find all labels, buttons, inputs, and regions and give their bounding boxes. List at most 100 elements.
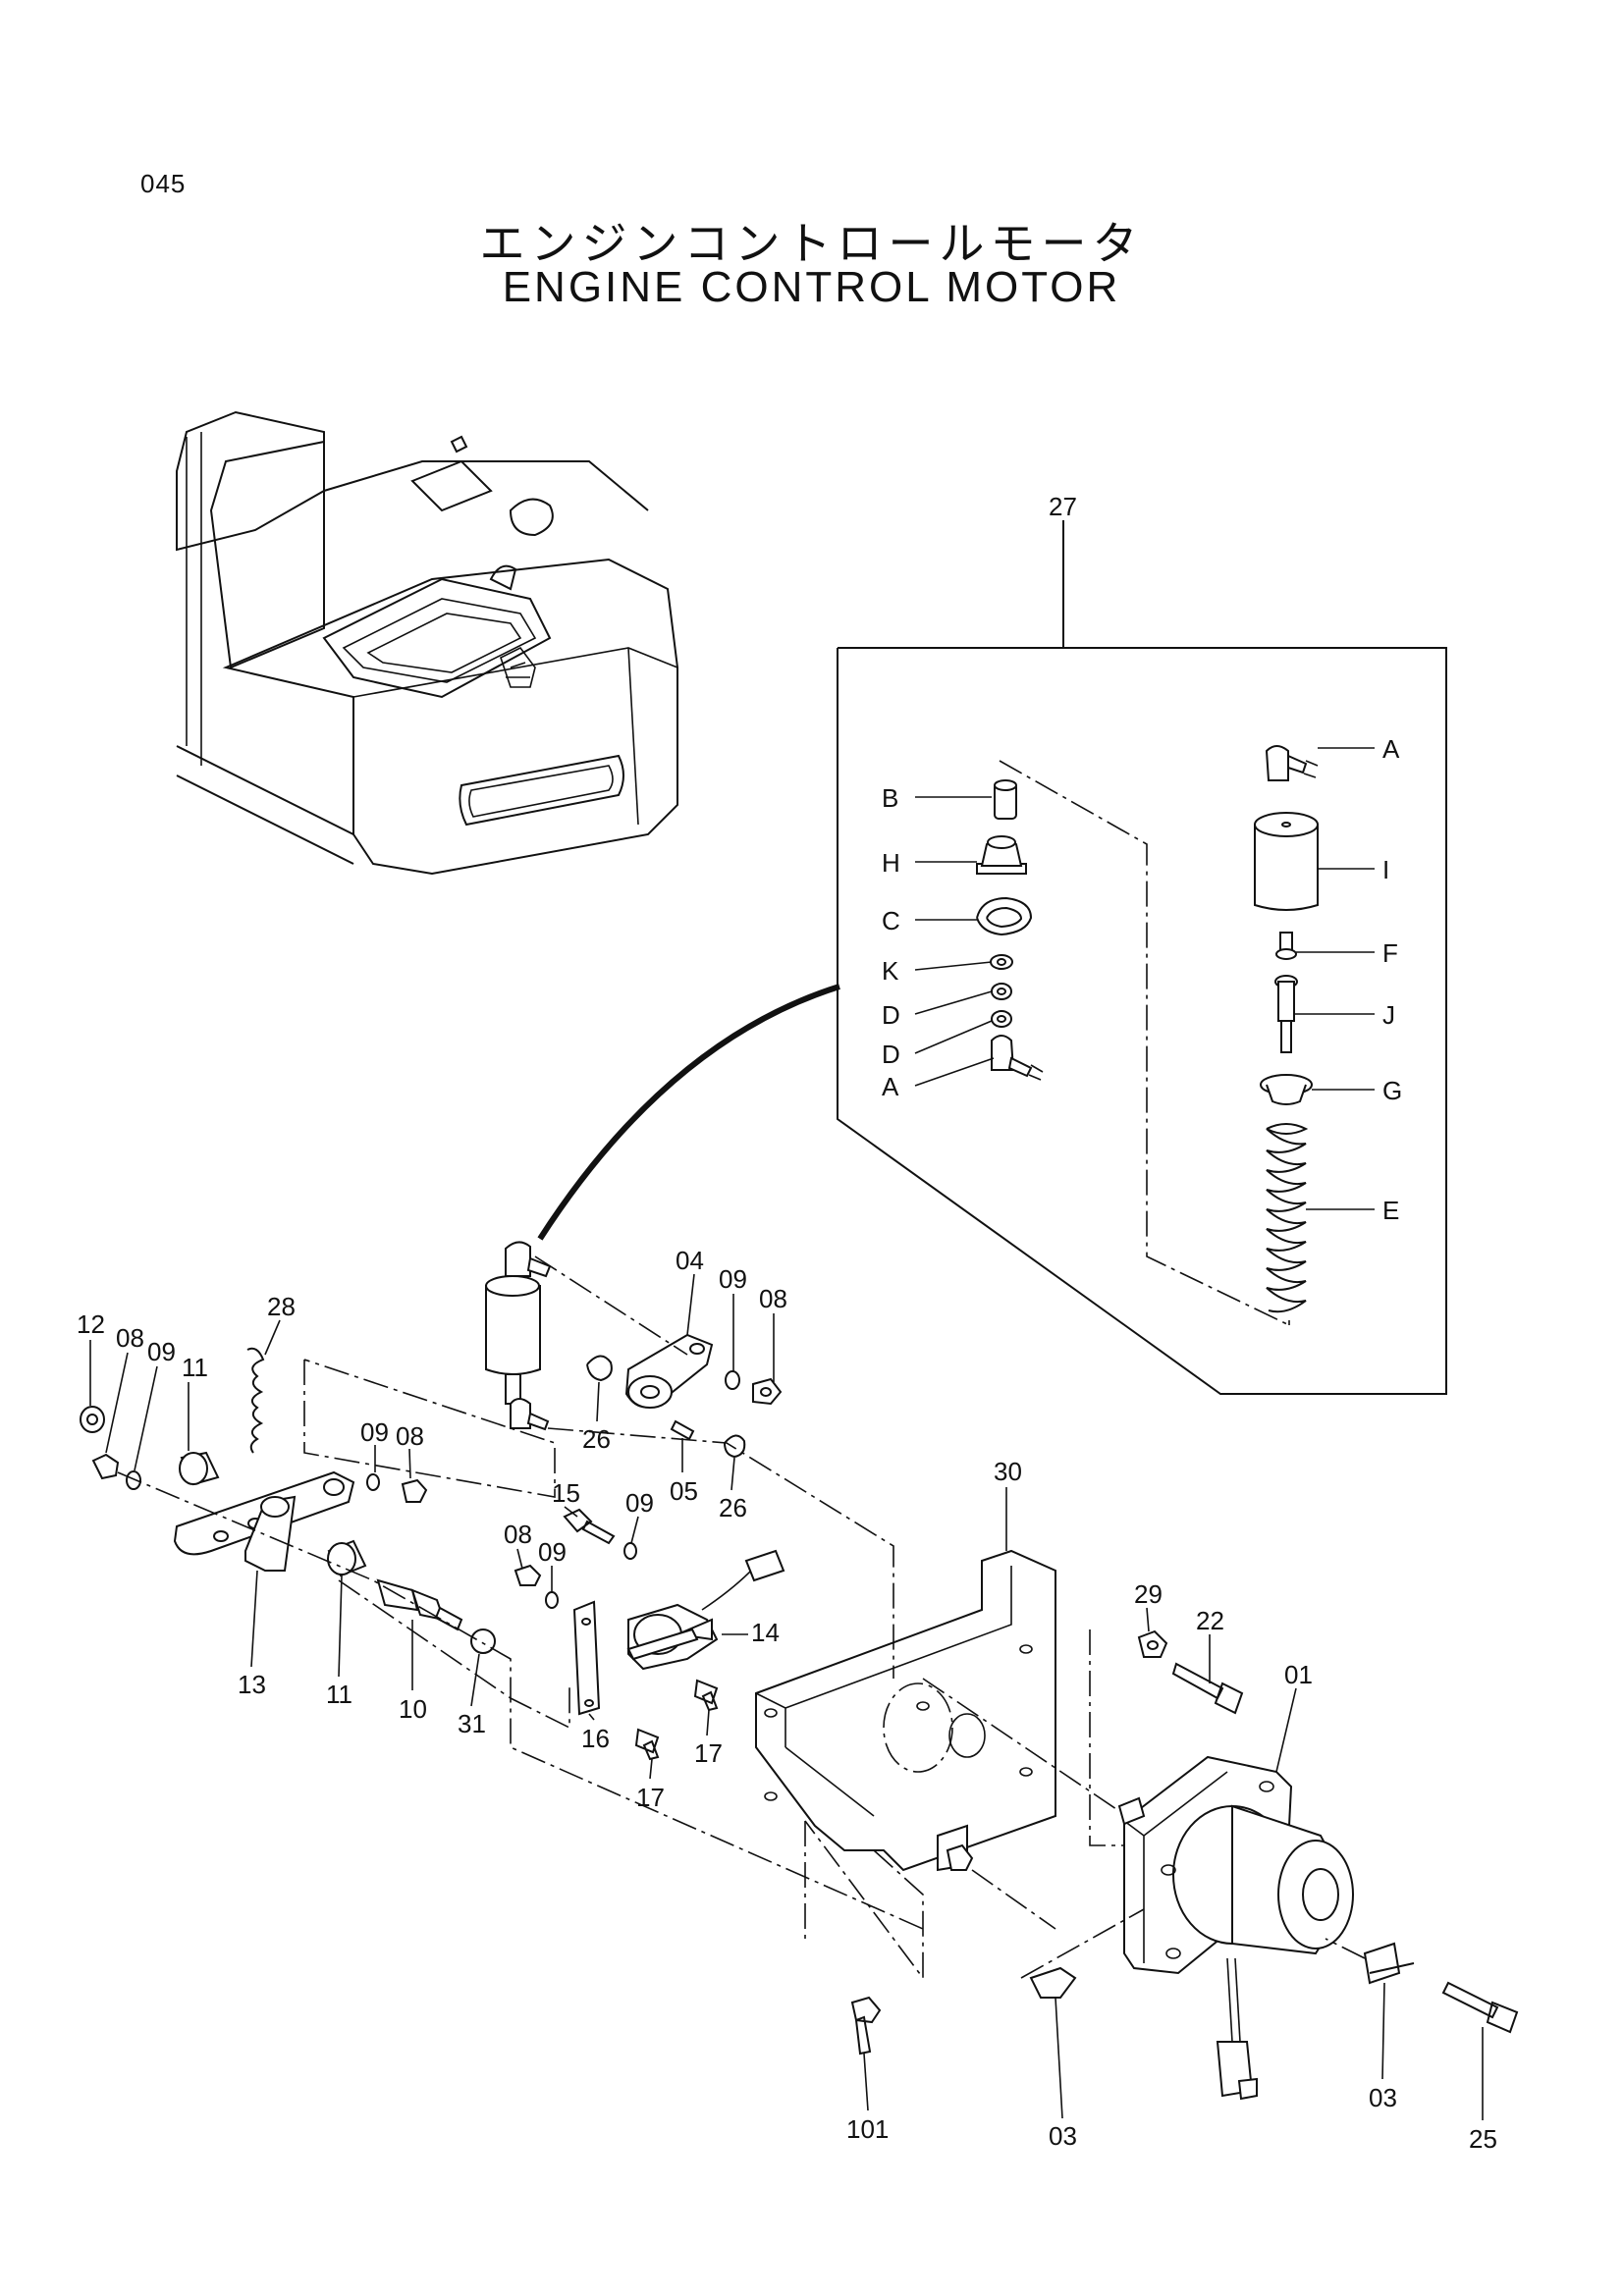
motor-01 (1117, 1755, 1354, 2101)
nut-08-mid (401, 1478, 428, 1503)
callout-31: 31 (458, 1709, 486, 1738)
screw-17-lower (634, 1728, 660, 1761)
snap-ring-26-lower (724, 1434, 746, 1459)
kit-label-d: D (882, 1000, 900, 1030)
callout-08: 08 (504, 1520, 532, 1549)
nut-29 (1137, 1629, 1168, 1658)
nut-08-right (514, 1564, 542, 1586)
kit-part-d-nut-2 (991, 1010, 1012, 1028)
callout-25: 25 (1469, 2124, 1497, 2154)
bolt-25 (1441, 1981, 1519, 2034)
callout-12: 12 (77, 1309, 105, 1339)
callout-05: 05 (670, 1476, 698, 1506)
nut-motor-mount (946, 1843, 974, 1871)
clip-03-right (1363, 1942, 1415, 1985)
kit-part-b-bushing (994, 779, 1017, 820)
washer-31 (470, 1629, 496, 1654)
kit-connection-curve (537, 984, 840, 1241)
kit-leader-lines (914, 747, 1375, 1210)
callout-29: 29 (1134, 1579, 1163, 1609)
callout-leader-lines (89, 1273, 1484, 2120)
bolt-101 (850, 1996, 882, 2056)
callout-27: 27 (1049, 492, 1077, 521)
title-english: ENGINE CONTROL MOTOR (502, 263, 1121, 311)
bracket-30 (755, 1549, 1056, 1872)
clip-03-left (1029, 1966, 1077, 1999)
kit-label-e: E (1382, 1196, 1399, 1225)
kit-part-k-washer (990, 954, 1013, 970)
callout-03: 03 (1049, 2121, 1077, 2151)
kit-label-i: I (1382, 855, 1389, 884)
callout-17: 17 (636, 1783, 665, 1812)
kit-label-b: B (882, 783, 898, 813)
callout-09: 09 (147, 1337, 176, 1366)
callout-101: 101 (846, 2114, 889, 2144)
bracket-16 (572, 1600, 601, 1716)
nut-08-left (91, 1453, 120, 1480)
callout-08: 08 (116, 1323, 144, 1353)
washer-09-lower (545, 1591, 559, 1609)
bushing-11-left (179, 1451, 220, 1486)
washer-09-upper (725, 1370, 740, 1390)
callout-17: 17 (694, 1738, 723, 1768)
spring-28 (246, 1347, 265, 1454)
kit-label-a: A (1382, 734, 1400, 764)
washer-09-left (126, 1470, 141, 1490)
kit-part-j-shaft (1274, 975, 1298, 1053)
page-number: 045 (140, 169, 187, 198)
washer-09-right (623, 1542, 637, 1560)
callout-30: 30 (994, 1457, 1022, 1486)
callout-08: 08 (759, 1284, 787, 1313)
callout-04: 04 (676, 1246, 704, 1275)
callout-09: 09 (719, 1264, 747, 1294)
nut-08-upper (752, 1377, 783, 1406)
kit-part-h-collar (976, 835, 1027, 875)
callout-22: 22 (1196, 1606, 1224, 1635)
callout-01: 01 (1284, 1660, 1313, 1689)
bushing-11-lower (327, 1539, 367, 1577)
kit-part-g-spring-seat (1260, 1074, 1313, 1105)
kit-label-a: A (882, 1072, 899, 1101)
callout-26: 26 (582, 1424, 611, 1454)
screw-17-right (693, 1679, 719, 1712)
callout-13: 13 (238, 1670, 266, 1699)
callout-11: 11 (326, 1680, 352, 1709)
kit-label-j: J (1382, 1000, 1395, 1030)
kit-part-d-nut-1 (991, 983, 1012, 1000)
kit-part-e-spring (1266, 1123, 1309, 1313)
kit-label-k: K (882, 956, 899, 986)
assembly-dash-lines (117, 1255, 1366, 1981)
callout-08: 08 (396, 1421, 424, 1451)
callout-09: 09 (625, 1488, 654, 1518)
machine-overview-illustration (176, 410, 678, 876)
callout-09: 09 (360, 1417, 389, 1447)
kit-27-dash-lines (999, 760, 1290, 1326)
kit-label-d: D (882, 1040, 900, 1069)
lever-04 (624, 1333, 714, 1409)
callout-28: 28 (267, 1292, 296, 1321)
kit-part-f-screw (1275, 932, 1297, 960)
kit-part-c-snap-ring (976, 896, 1033, 936)
lever-13 (173, 1470, 355, 1572)
callout-11: 11 (182, 1353, 208, 1382)
kit-27-outline (837, 520, 1447, 1395)
callout-labels: 27 04 09 08 12 08 09 11 28 26 09 08 05 2… (77, 492, 1497, 2154)
callout-26: 26 (719, 1493, 747, 1522)
callout-15: 15 (552, 1478, 580, 1508)
kit-part-a-ball-joint-lower (991, 1035, 1044, 1081)
kit-label-h: H (882, 848, 900, 878)
key-05 (670, 1419, 695, 1441)
bolt-15 (563, 1508, 616, 1545)
callout-03: 03 (1369, 2083, 1397, 2112)
kit-part-i-cover (1254, 812, 1319, 911)
clip-12 (80, 1406, 105, 1433)
ball-joint-rod-assembly (485, 1241, 552, 1431)
kit-label-f: F (1382, 938, 1398, 968)
washer-09-mid (366, 1473, 380, 1491)
sensor-14 (626, 1549, 785, 1671)
callout-16: 16 (581, 1724, 610, 1753)
kit-label-g: G (1382, 1076, 1402, 1105)
title-japanese: エンジンコントロールモータ (479, 217, 1144, 270)
bolt-22 (1171, 1662, 1244, 1715)
